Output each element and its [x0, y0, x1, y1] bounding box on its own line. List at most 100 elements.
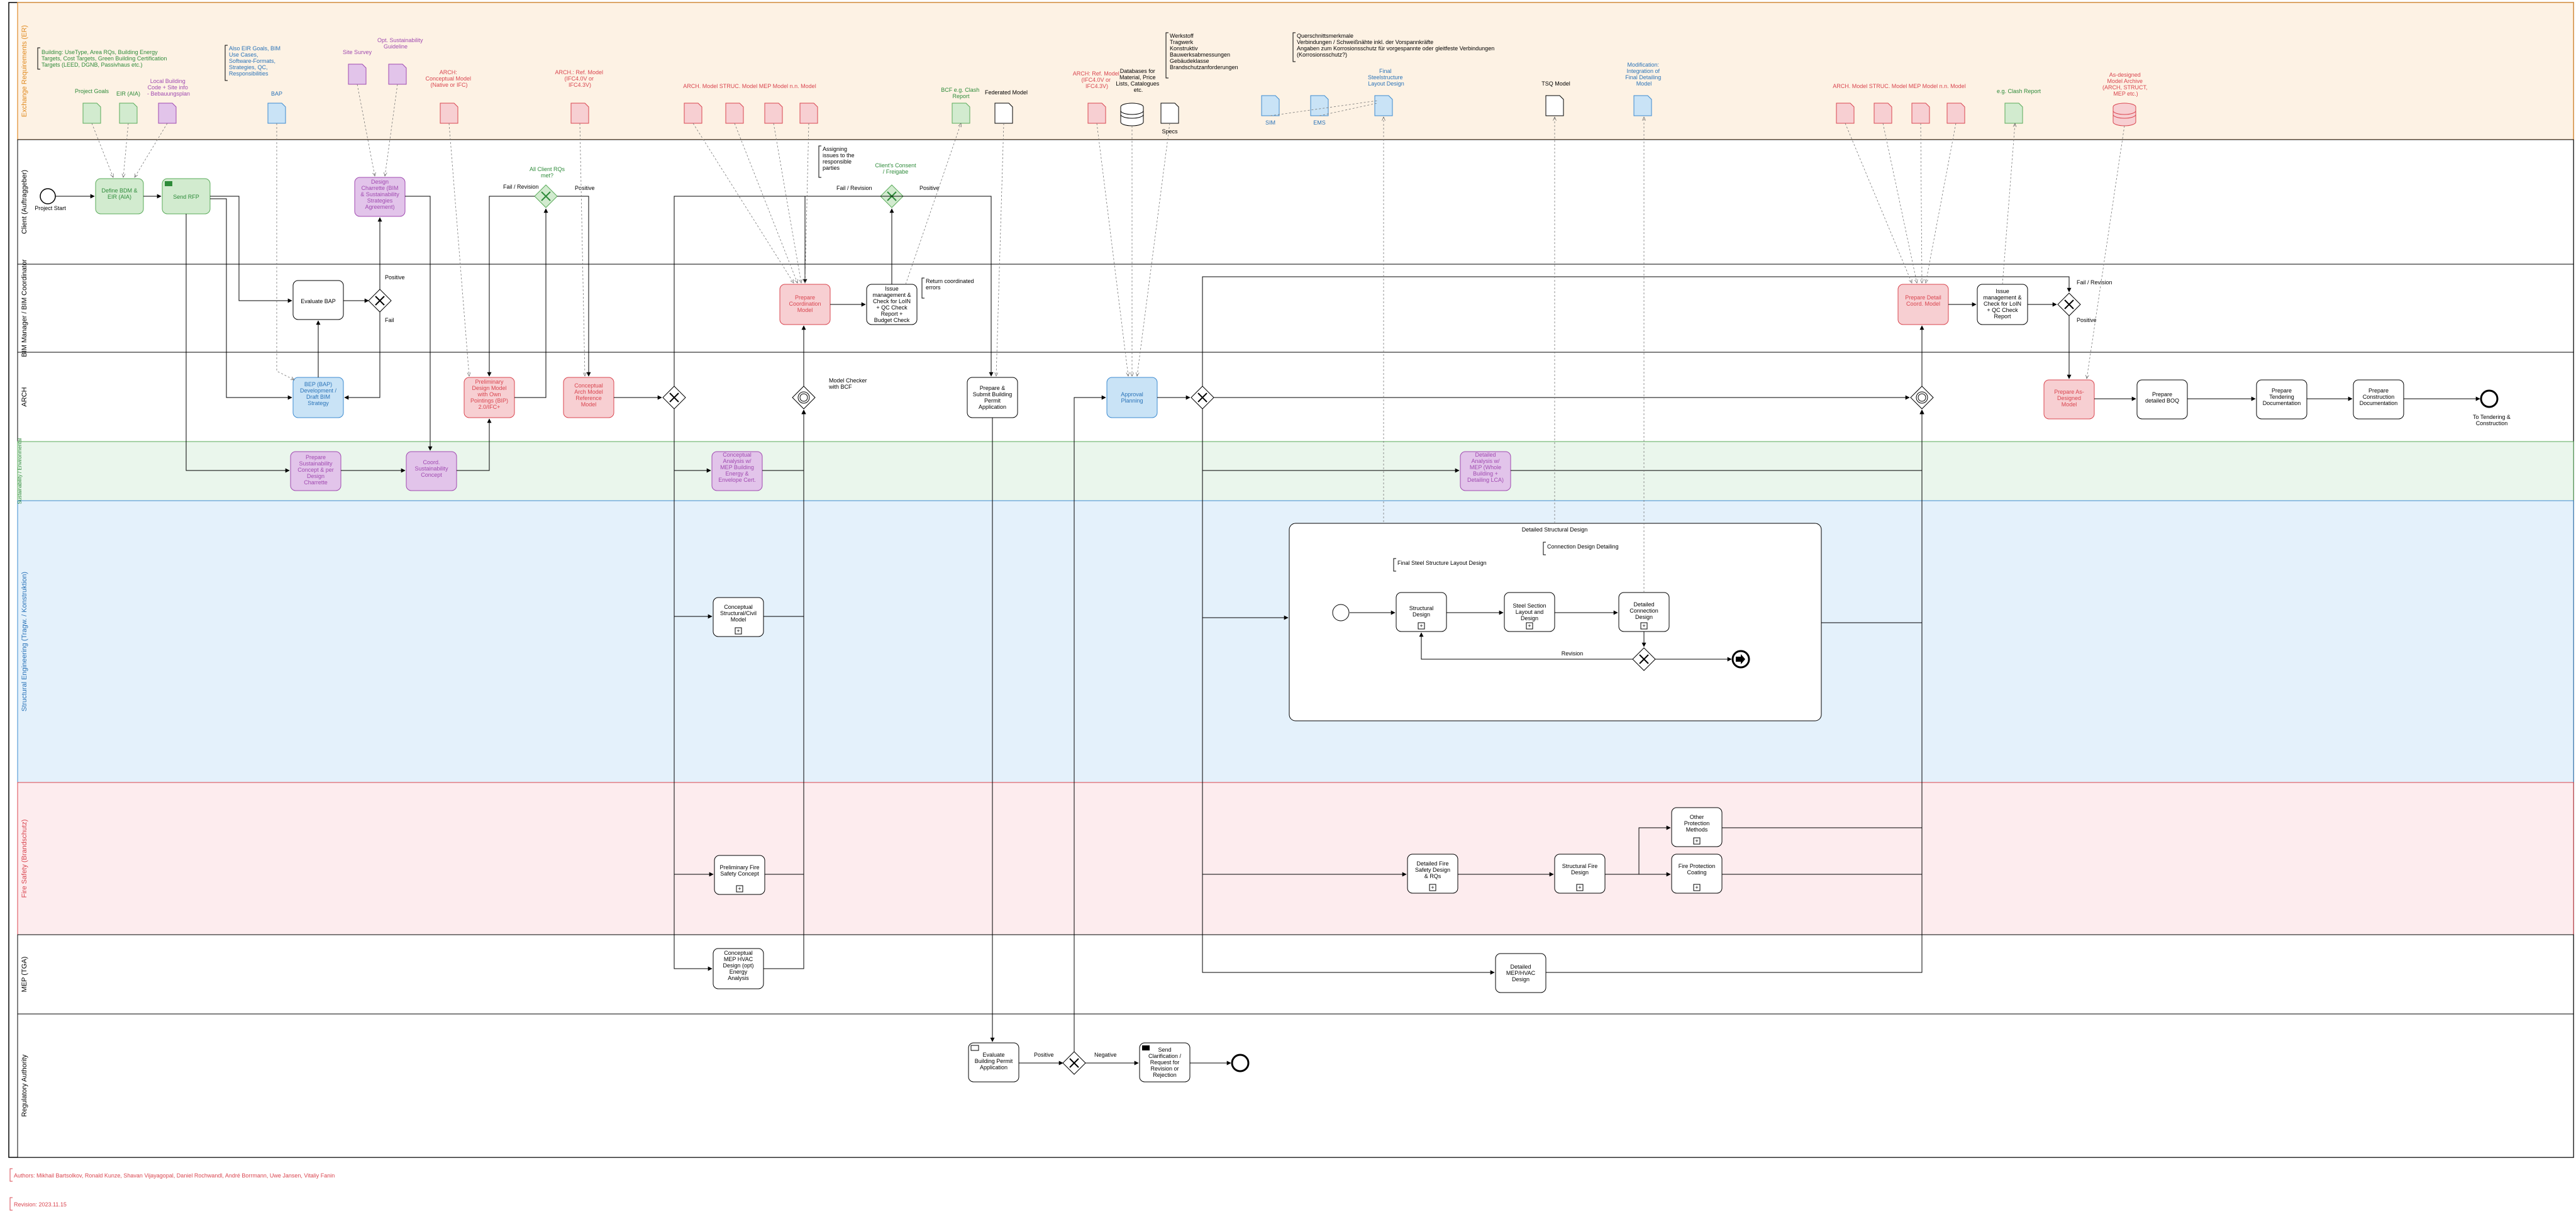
- doc-specs[interactable]: Specs: [1160, 103, 1179, 135]
- svg-text:Negative: Negative: [1094, 1052, 1117, 1058]
- svg-text:ARCH: Ref. Model (IFC4: ARCH: Ref. Model (IFC4.0V or IFC4.3V): [1073, 70, 1121, 89]
- doc-mep-model[interactable]: [764, 103, 783, 124]
- gateway-permit[interactable]: Positive Negative: [1034, 1051, 1117, 1075]
- svg-text:BCF e.g. Clash Report: BCF e.g. Clash Report: [941, 87, 981, 99]
- svg-text:Final Steelstructure: Final Steelstructure Layout Design: [1368, 68, 1404, 87]
- lane-label-reg: Regulatory Authority: [21, 1054, 28, 1117]
- doc-project-goals[interactable]: Project Goals: [75, 88, 109, 124]
- lane-label-struct: Structural Engineering (Tragw. / Konstru…: [21, 572, 28, 711]
- doc-final-steel[interactable]: Final Steelstructure Layout Design: [1368, 68, 1404, 116]
- doc-bap[interactable]: BAP: [267, 91, 286, 124]
- end-event-tendering[interactable]: [2480, 389, 2499, 408]
- svg-text:Modification: Integrat: Modification: Integration of Final Detai…: [1625, 62, 1663, 87]
- doc-opt-sust[interactable]: [388, 64, 407, 85]
- doc-arch-model[interactable]: [684, 103, 702, 124]
- end-event-reg[interactable]: [1231, 1054, 1250, 1072]
- data-associations: [91, 84, 2125, 593]
- doc-bcf[interactable]: BCF e.g. Clash Report: [941, 87, 981, 124]
- lane-sustainability: [17, 441, 2574, 501]
- doc-nn-model-2[interactable]: [1946, 103, 1965, 124]
- doc-arch-ref[interactable]: ARCH.: Ref. Model (IFC4.0V or IFC4.3V): [555, 69, 604, 124]
- lane-regulatory: [17, 1013, 2574, 1158]
- doc-arch-model-2[interactable]: [1836, 103, 1855, 124]
- doc-clash-2[interactable]: e.g. Clash Report: [1997, 88, 2041, 124]
- doc-arch-ref2[interactable]: ARCH: Ref. Model (IFC4.0V or IFC4.3V): [1073, 70, 1121, 124]
- gateway-revision[interactable]: [1632, 647, 1656, 671]
- sub-end-event[interactable]: [1731, 650, 1750, 669]
- task-send-rfp[interactable]: Send RFP: [162, 178, 211, 214]
- doc-arch-concept[interactable]: ARCH: Conceptual Model (Native or IFC): [425, 69, 472, 124]
- start-event[interactable]: [40, 188, 56, 204]
- svg-text:SIM: SIM: [1265, 120, 1275, 126]
- doc-modification[interactable]: Modification: Integration of Final Detai…: [1625, 62, 1663, 116]
- svg-text:EIR (AIA): EIR (AIA): [116, 91, 140, 97]
- gateway-event-2[interactable]: [1910, 386, 1934, 409]
- doc-local-building[interactable]: Local Building Code + Site info - Bebauu…: [147, 78, 190, 124]
- lane-client: [17, 139, 2574, 265]
- lane-label-fire: Fire Safety (Brandschutz): [21, 820, 28, 898]
- doc-sim[interactable]: SIM: [1261, 95, 1280, 126]
- task-define-eir[interactable]: Define BDM &EIR (AIA): [95, 178, 144, 214]
- svg-text:TSQ Model: TSQ Model: [1541, 81, 1570, 87]
- doc-database[interactable]: Databases for Material, Price Lists, Cat…: [1116, 68, 1161, 126]
- doc-asdesigned[interactable]: As-designed Model Archive (ARCH, STRUCT,…: [2102, 72, 2149, 126]
- sub-start-event[interactable]: [1332, 604, 1350, 621]
- doc-struc-model[interactable]: [725, 103, 744, 124]
- doc-eir[interactable]: EIR (AIA): [116, 91, 140, 124]
- task-evaluate-bap[interactable]: Evaluate BAP: [292, 280, 344, 320]
- doc-mep-model-2[interactable]: [1911, 103, 1930, 124]
- doc-nn-model[interactable]: [799, 103, 818, 124]
- svg-text:Fail / Revision: Fail / Revision: [503, 184, 539, 190]
- doc-site-survey[interactable]: [348, 64, 367, 85]
- lane-bim-manager: [17, 264, 2574, 353]
- gateway-bap[interactable]: Positive Fail: [368, 274, 405, 323]
- doc-federated[interactable]: Federated Model: [985, 89, 1028, 124]
- doc-tsq[interactable]: TSQ Model: [1541, 81, 1570, 116]
- doc-struc-model-2[interactable]: [1874, 103, 1892, 124]
- annotation-bracket-aia: [225, 45, 228, 81]
